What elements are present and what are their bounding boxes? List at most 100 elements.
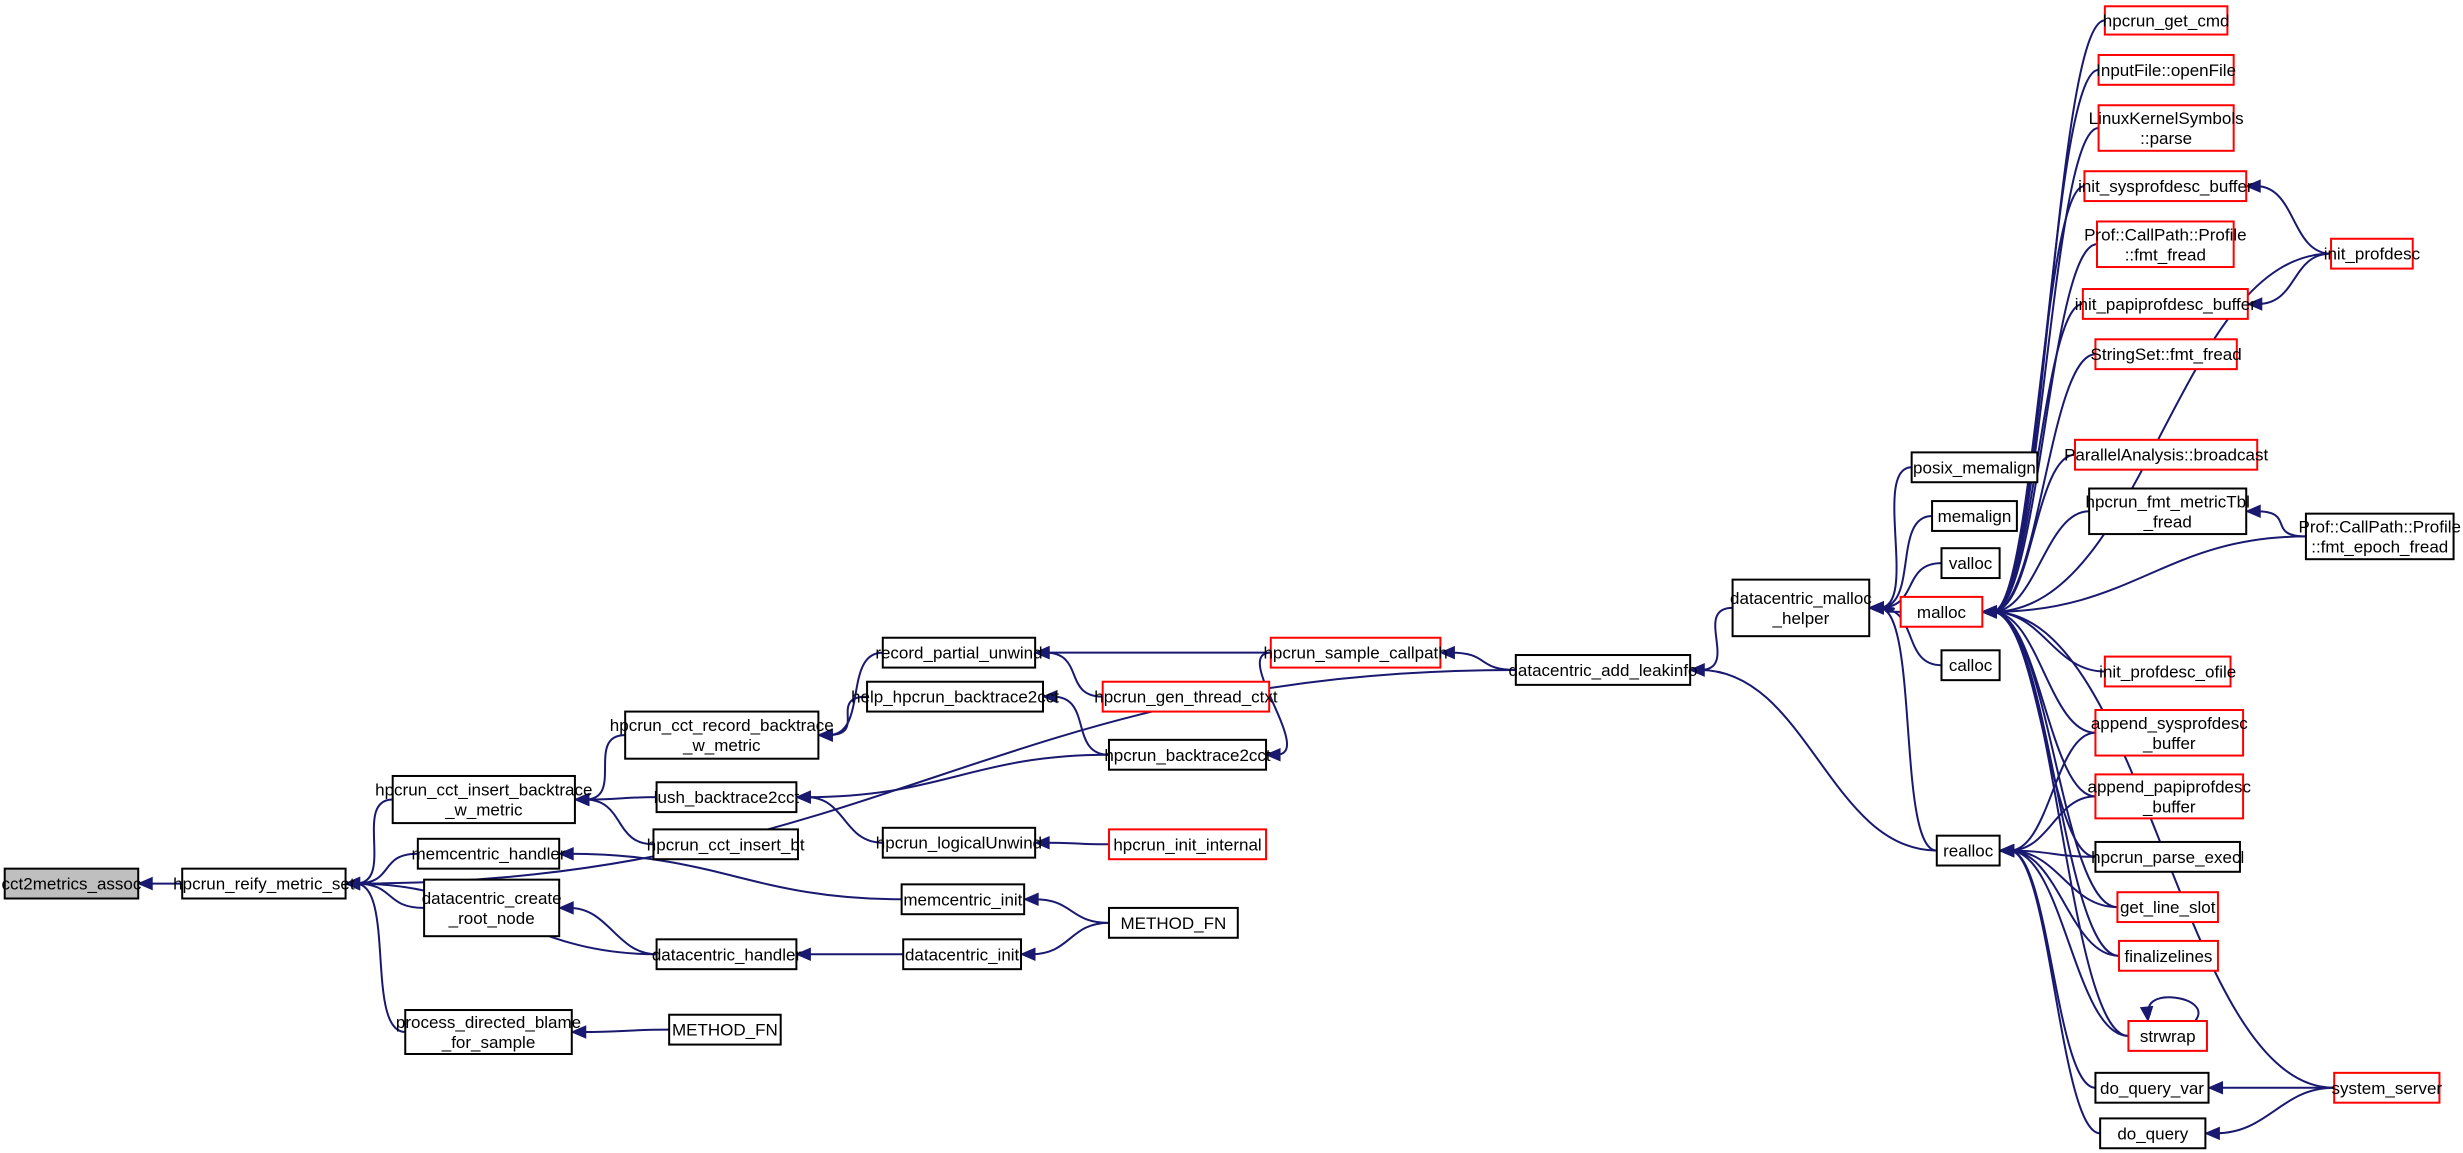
- node-box: [2103, 655, 2232, 688]
- node-record-partial-unwind[interactable]: record_partial_unwind: [875, 636, 1043, 669]
- edge-get-line-slot-to-malloc: [1992, 610, 2118, 909]
- node-datacentric-add-leakinfo[interactable]: datacentric_add_leakinfo: [1508, 654, 1698, 686]
- node-memcentric-handler[interactable]: memcentric_handler: [412, 837, 566, 870]
- node-box: [2116, 891, 2219, 924]
- node-memcentric-init[interactable]: memcentric_init: [900, 883, 1026, 916]
- node-hpcrun-parse-execl[interactable]: hpcrun_parse_execl: [2091, 840, 2244, 873]
- node-label: memalign: [1938, 507, 2012, 526]
- node-hpcrun-get-cmd[interactable]: hpcrun_get_cmd: [2103, 5, 2230, 36]
- node-label: do_query_var: [2100, 1079, 2204, 1098]
- edge-hpcrun-cct-record-backtrace-w-metric-to-hpcrun-cct-insert-backtrace-w-metric: [584, 734, 626, 801]
- node-init-sysprofdesc-buffer[interactable]: init_sysprofdesc_buffer: [2078, 170, 2253, 203]
- node-label: METHOD_FN: [1120, 914, 1226, 933]
- node-append-sysprofdesc-buffer[interactable]: append_sysprofdesc_buffer: [2091, 708, 2248, 757]
- node-datacentric-malloc-helper[interactable]: datacentric_malloc_helper: [1730, 578, 1872, 638]
- node-label: record_partial_unwind: [875, 644, 1042, 663]
- node-box: [1931, 500, 2018, 532]
- node-realloc[interactable]: realloc: [1935, 834, 2001, 867]
- node-append-papiprofdesc-buffer[interactable]: append_papiprofdesc_buffer: [2087, 773, 2252, 820]
- arrowhead-icon: [1019, 947, 1036, 962]
- node-label: _w_metric: [444, 801, 523, 820]
- node-lush-backtrace2cct[interactable]: lush_backtrace2cct: [654, 781, 800, 814]
- edge-method-fn-1-to-memcentric-init: [1034, 898, 1109, 924]
- node-label: system_server: [2332, 1079, 2443, 1098]
- node-posix-memalign[interactable]: posix_memalign: [1910, 451, 2039, 484]
- arrowhead-icon: [817, 728, 833, 742]
- node-hpcrun-reify-metric-set[interactable]: hpcrun_reify_metric_set: [173, 867, 355, 900]
- node-cct2metrics-assoc[interactable]: cct2metrics_assoc: [2, 867, 142, 900]
- node-hpcrun-fmt-metrictbl-fread[interactable]: hpcrun_fmt_metricTbl_fread: [2085, 487, 2250, 536]
- node-malloc[interactable]: malloc: [1899, 595, 1984, 628]
- node-label: _for_sample: [441, 1033, 536, 1052]
- node-profile-fmt-fread[interactable]: Prof::CallPath::Profile::fmt_fread: [2084, 220, 2247, 269]
- node-box: [2074, 438, 2259, 471]
- node-process-directed-blame-for-sample[interactable]: process_directed_blame_for_sample: [396, 1009, 581, 1056]
- node-hpcrun-cct-insert-backtrace-w-metric[interactable]: hpcrun_cct_insert_backtrace_w_metric: [375, 774, 592, 825]
- node-stringset-fmt-fread[interactable]: StringSet::fmt_fread: [2091, 338, 2242, 371]
- node-get-line-slot[interactable]: get_line_slot: [2116, 891, 2219, 924]
- edge-lush-backtrace2cct-to-hpcrun-cct-insert-backtrace-w-metric: [584, 796, 657, 801]
- node-memalign[interactable]: memalign: [1931, 500, 2018, 532]
- node-datacentric-create-root-node[interactable]: datacentric_create_root_node: [422, 878, 562, 938]
- node-valloc[interactable]: valloc: [1940, 547, 2001, 580]
- node-help-hpcrun-backtrace2cct[interactable]: help_hpcrun_backtrace2cct: [851, 680, 1059, 713]
- edge-strwrap-to-realloc: [2009, 849, 2129, 1037]
- arrowhead-icon: [1022, 892, 1039, 907]
- node-label: append_papiprofdesc: [2087, 777, 2251, 796]
- edge-stringset-fmt-fread-to-malloc: [1992, 353, 2096, 613]
- node-label: hpcrun_cct_insert_backtrace: [375, 781, 592, 800]
- edge-hpcrun-cct-insert-backtrace-w-metric-to-hpcrun-reify-metric-set: [355, 798, 393, 885]
- node-box: [900, 883, 1026, 916]
- edge-init-profdesc-to-malloc: [1992, 252, 2332, 613]
- node-finalizelines[interactable]: finalizelines: [2117, 939, 2219, 972]
- node-box: [2094, 708, 2245, 757]
- node-label: LinuxKernelSymbols: [2089, 109, 2244, 128]
- edge-parallelanalysis-broadcast-to-malloc: [1992, 453, 2076, 613]
- edge-hpcrun-init-internal-to-hpcrun-logicalunwind: [1045, 841, 1109, 846]
- edge-posix-memalign-to-datacentric-malloc-helper: [1879, 466, 1912, 609]
- node-box: [1910, 451, 2039, 484]
- node-linuxkernelsymbols-parse[interactable]: LinuxKernelSymbols::parse: [2089, 104, 2244, 152]
- edge-method-fn-1-to-datacentric-init: [1031, 921, 1109, 956]
- arrowhead-icon: [2139, 1005, 2154, 1023]
- node-method-fn-1[interactable]: METHOD_FN: [1107, 906, 1239, 939]
- node-box: [2094, 338, 2238, 371]
- node-strwrap[interactable]: strwrap: [2127, 1020, 2208, 1052]
- node-calloc[interactable]: calloc: [1940, 649, 2001, 682]
- node-init-papiprofdesc-buffer[interactable]: init_papiprofdesc_buffer: [2075, 288, 2256, 320]
- node-init-profdesc-ofile[interactable]: init_profdesc_ofile: [2099, 655, 2236, 688]
- edge-hpcrun-backtrace2cct-to-lush-backtrace2cct: [806, 753, 1109, 799]
- node-method-fn-2[interactable]: METHOD_FN: [668, 1013, 782, 1046]
- node-profile-fmt-epoch-fread[interactable]: Prof::CallPath::Profile::fmt_epoch_fread: [2298, 512, 2461, 561]
- node-hpcrun-cct-insert-bt[interactable]: hpcrun_cct_insert_bt: [647, 828, 805, 861]
- edge-memalign-to-datacentric-malloc-helper: [1879, 515, 1933, 609]
- node-hpcrun-gen-thread-ctxt[interactable]: hpcrun_gen_thread_ctxt: [1094, 680, 1278, 713]
- node-init-profdesc[interactable]: init_profdesc: [2324, 237, 2421, 270]
- node-datacentric-handler[interactable]: datacentric_handler: [652, 938, 802, 971]
- node-hpcrun-backtrace2cct[interactable]: hpcrun_backtrace2cct: [1104, 738, 1271, 771]
- arrowhead-icon: [1998, 843, 2015, 858]
- node-system-server[interactable]: system_server: [2332, 1071, 2443, 1104]
- edge-hpcrun-fmt-metrictbl-fread-to-malloc: [1992, 510, 2090, 613]
- node-hpcrun-sample-callpath[interactable]: hpcrun_sample_callpath: [1263, 636, 1448, 669]
- node-label: _fread: [2143, 512, 2192, 531]
- edge-process-directed-blame-for-sample-to-hpcrun-reify-metric-set: [355, 882, 406, 1034]
- node-parallelanalysis-broadcast[interactable]: ParallelAnalysis::broadcast: [2064, 438, 2268, 471]
- edge-realloc-to-datacentric-add-leakinfo: [1700, 668, 1937, 852]
- node-do-query-var[interactable]: do_query_var: [2094, 1071, 2210, 1104]
- arrowhead-icon: [2204, 1126, 2220, 1141]
- node-hpcrun-logicalunwind[interactable]: hpcrun_logicalUnwind: [876, 826, 1042, 859]
- edge-profile-fmt-epoch-fread-to-malloc: [1992, 535, 2306, 613]
- arrowhead-icon: [2246, 297, 2263, 311]
- node-label: init_profdesc_ofile: [2099, 663, 2236, 682]
- node-do-query[interactable]: do_query: [2099, 1117, 2207, 1150]
- node-label: hpcrun_gen_thread_ctxt: [1094, 688, 1278, 707]
- node-hpcrun-init-internal[interactable]: hpcrun_init_internal: [1107, 828, 1268, 861]
- node-hpcrun-cct-record-backtrace-w-metric[interactable]: hpcrun_cct_record_backtrace_w_metric: [610, 710, 834, 760]
- edge-datacentric-add-leakinfo-to-hpcrun-sample-callpath: [1450, 651, 1516, 671]
- node-datacentric-init[interactable]: datacentric_init: [902, 938, 1023, 971]
- node-box: [1101, 680, 1271, 713]
- node-box: [404, 1009, 573, 1056]
- node-inputfile-openfile[interactable]: InputFile::openFile: [2096, 53, 2236, 86]
